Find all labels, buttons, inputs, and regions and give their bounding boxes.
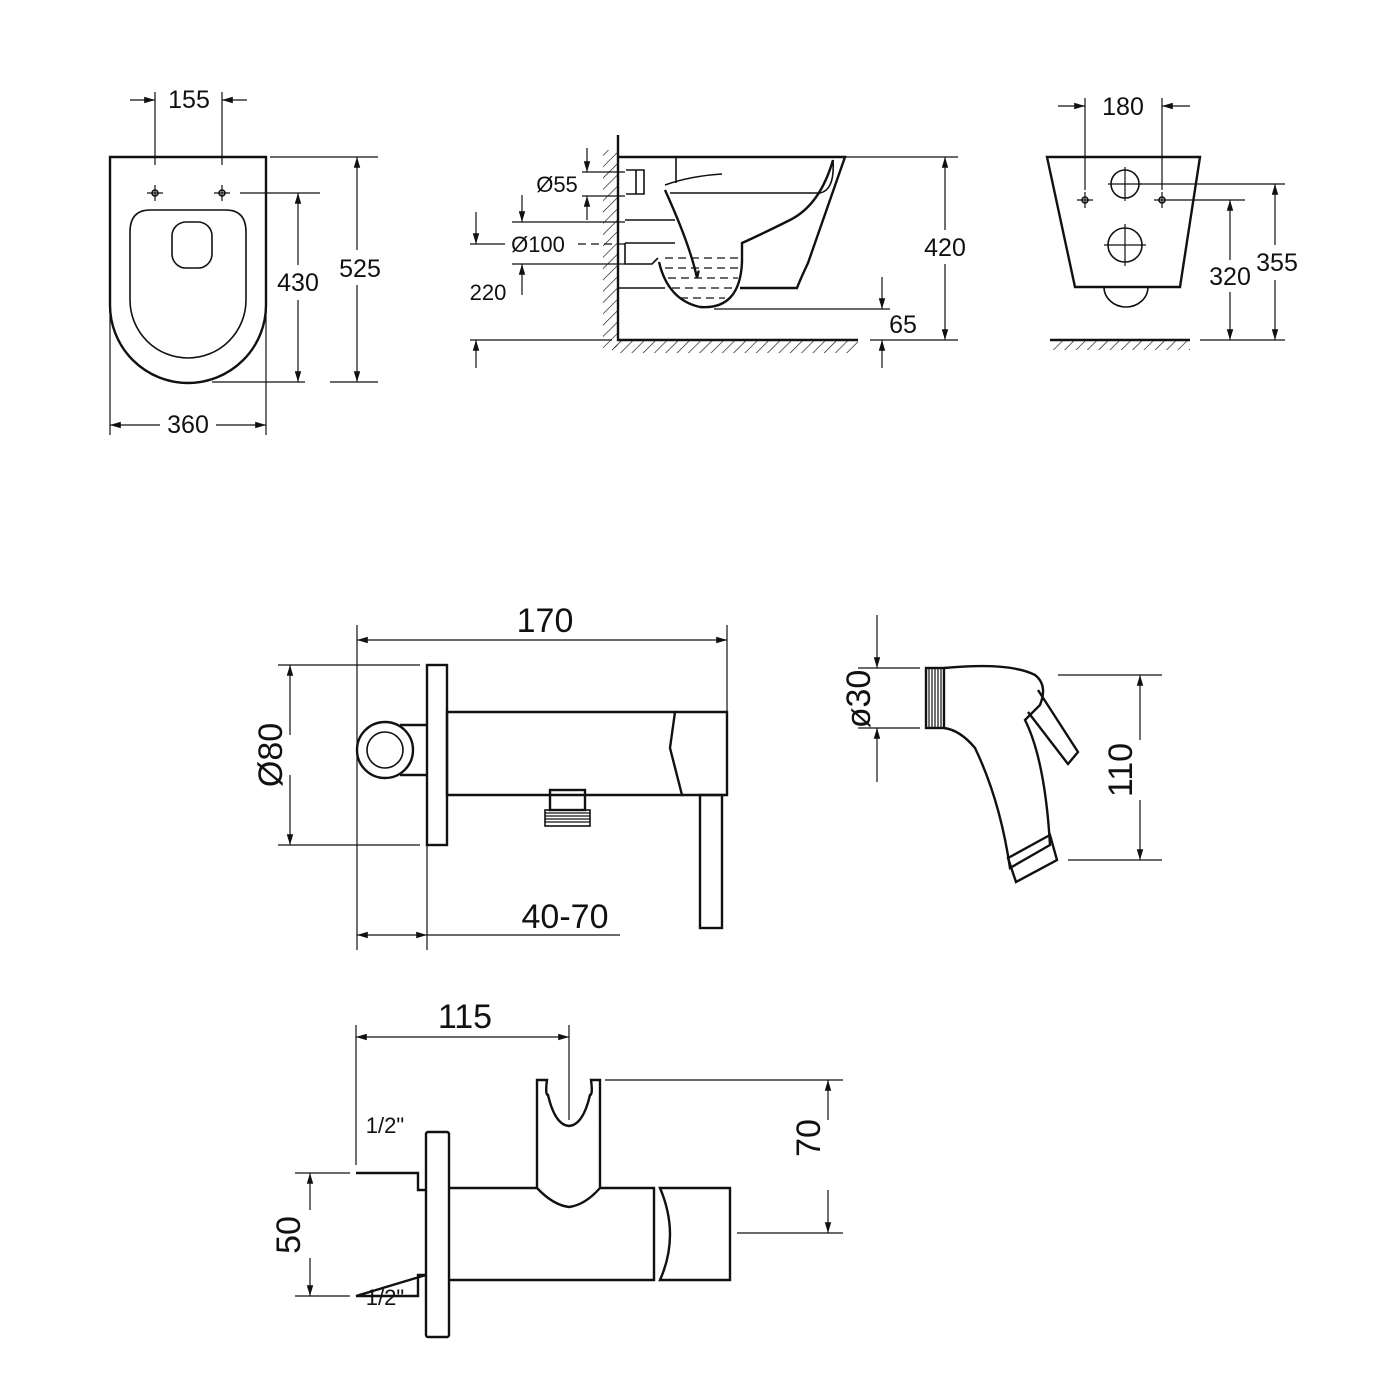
dim-hole-height-label: 430: [277, 269, 319, 297]
toilet-side-view: Ø55 Ø100 220 420 65: [470, 135, 966, 368]
mixer-cartridge-icon: [355, 720, 415, 780]
dim-length-label: 525: [339, 255, 381, 283]
thread-bottom-label: 1/2": [366, 1285, 404, 1310]
knurled-head-icon: [924, 666, 946, 730]
dim-height-label: 355: [1256, 249, 1298, 277]
mounting-hole-icon: [147, 185, 163, 201]
wall-hatch: [603, 150, 618, 348]
dim-wall-label: 40-70: [522, 898, 609, 936]
toilet-front-view: 155 430 525 360: [108, 86, 381, 439]
outlet-thread-icon: [544, 809, 591, 827]
dim-holder-label: 115: [438, 998, 492, 1036]
floor-hatch: [1052, 340, 1190, 350]
dim-length-label: 110: [1102, 743, 1140, 797]
mounting-hole-icon: [1154, 192, 1170, 208]
dim-outlet-height-label: 220: [470, 280, 507, 305]
mounting-hole-icon: [1077, 192, 1093, 208]
dim-length-label: 170: [517, 602, 574, 640]
outlet-hole-icon: [1104, 224, 1146, 266]
thread-top-label: 1/2": [366, 1113, 404, 1138]
floor-hatch: [612, 340, 858, 353]
dim-outlet-label: Ø100: [511, 232, 565, 257]
mounting-hole-icon: [214, 185, 230, 201]
hand-shower-view: ø30 110: [840, 615, 1162, 884]
dim-holder-height-label: 70: [790, 1119, 828, 1157]
dim-width-label: 360: [167, 411, 209, 439]
valve-side-view: 115 70 50 1/2" 1/2": [270, 998, 843, 1339]
dim-holes-label: 155: [168, 86, 210, 114]
dim-block-label: 50: [270, 1216, 308, 1254]
dim-holes-label: 180: [1102, 93, 1144, 121]
dim-bottom-label: 65: [889, 311, 917, 339]
inlet-hole-icon: [1108, 167, 1142, 201]
dim-hole-height-label: 320: [1209, 263, 1251, 291]
dim-height-label: 420: [924, 234, 966, 262]
dim-inlet-label: Ø55: [536, 172, 578, 197]
dim-head-label: ø30: [840, 670, 878, 729]
dim-flange-label: Ø80: [252, 723, 290, 787]
toilet-rear-view: 180 320 355: [1045, 93, 1298, 350]
mixer-side-view: 170 Ø80 40-70: [252, 602, 729, 950]
